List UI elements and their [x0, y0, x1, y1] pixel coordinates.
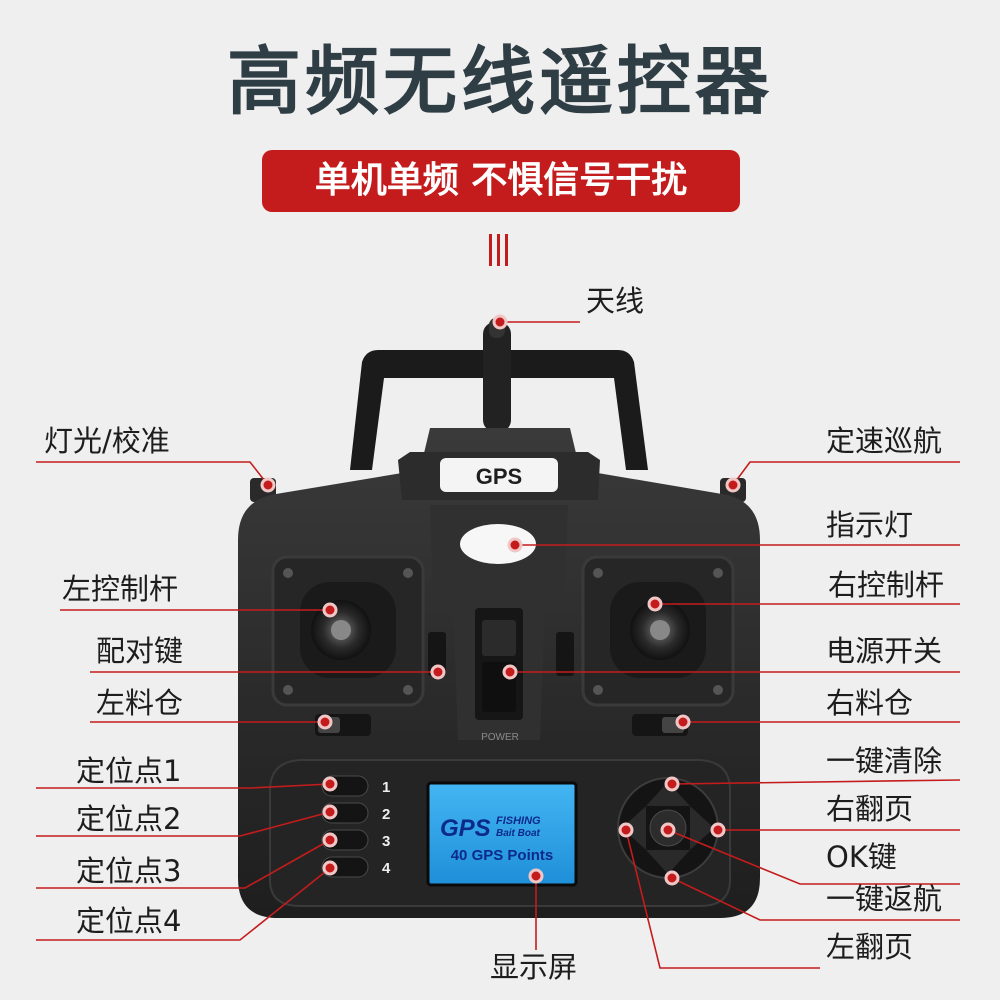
- label-display: 显示屏: [490, 950, 578, 984]
- label-light-calibrate: 灯光/校准: [44, 424, 170, 458]
- label-point-2: 定位点2: [76, 802, 182, 836]
- slot-number-1: 1: [382, 779, 390, 796]
- pair-key: [428, 632, 446, 676]
- label-ok: OK键: [826, 840, 897, 874]
- label-page-right: 右翻页: [826, 792, 914, 826]
- label-pair: 配对键: [96, 634, 184, 668]
- screen-logo-line1: FISHING: [496, 815, 541, 827]
- label-clear: 一键清除: [826, 744, 943, 778]
- label-right-bin: 右料仓: [826, 686, 914, 720]
- screen-logo-line2: Bait Boat: [496, 828, 541, 839]
- display-screen: [426, 781, 578, 887]
- leader-lines: [36, 321, 961, 969]
- label-point-4: 定位点4: [76, 904, 182, 938]
- screen-points: 40 GPS Points: [451, 847, 554, 864]
- gps-badge: GPS: [476, 464, 522, 489]
- marker-dots: [260, 314, 741, 886]
- slot-number-4: 4: [382, 860, 391, 877]
- slot-number-3: 3: [382, 833, 390, 850]
- page-title: 高频无线遥控器: [227, 39, 773, 125]
- indicator-light: [460, 524, 536, 564]
- label-power-switch: 电源开关: [826, 634, 943, 668]
- antenna: [483, 322, 511, 432]
- label-page-left: 左翻页: [826, 930, 914, 964]
- slot-number-2: 2: [382, 806, 390, 823]
- label-left-bin: 左料仓: [96, 686, 184, 720]
- label-right-stick: 右控制杆: [828, 568, 945, 602]
- power-label: POWER: [481, 732, 519, 743]
- label-antenna: 天线: [586, 284, 645, 318]
- label-cruise: 定速巡航: [826, 424, 943, 458]
- subtitle-banner: 单机单频 不惧信号干扰: [262, 150, 740, 212]
- label-point-3: 定位点3: [76, 854, 182, 888]
- label-point-1: 定位点1: [76, 754, 182, 788]
- label-return-home: 一键返航: [826, 882, 943, 916]
- label-indicator: 指示灯: [826, 508, 914, 542]
- screen-logo: GPS: [440, 815, 491, 842]
- label-left-stick: 左控制杆: [62, 572, 179, 606]
- divider-marks: [488, 234, 510, 266]
